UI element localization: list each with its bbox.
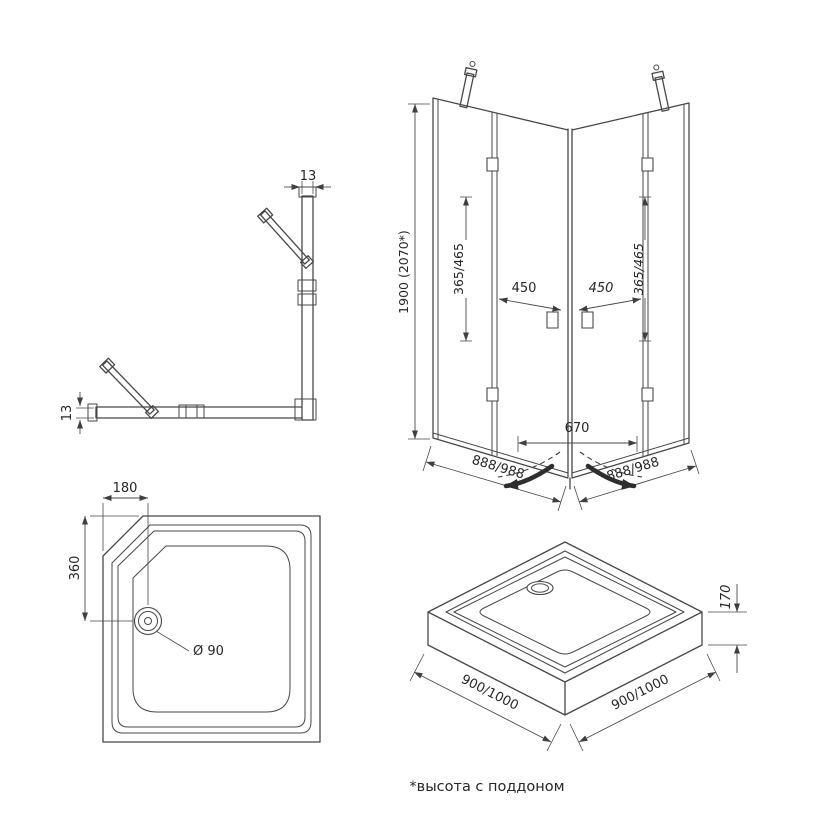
dim-side-left-line xyxy=(425,461,562,503)
footnote-text: *высота с поддоном xyxy=(409,779,564,795)
dim-label-fixed-left: 365/465 xyxy=(451,243,466,295)
tray-side-left-ext xyxy=(409,653,562,752)
drain-x-ext xyxy=(102,503,149,605)
dim-label-profile-width-top: 13 xyxy=(300,169,317,184)
tray3d-outline xyxy=(427,541,703,716)
dim-label-height: 1900 (2070*) xyxy=(396,230,411,314)
mount-bracket-right-outline xyxy=(651,70,670,112)
door-panel-left xyxy=(99,357,160,420)
drain-center xyxy=(144,617,152,625)
door-panel-left-outline xyxy=(99,357,160,420)
mount-bracket-right xyxy=(651,64,670,112)
dim-label-drain-x: 180 xyxy=(113,481,138,496)
dim-door-right-line xyxy=(578,297,642,312)
dim-label-fixed-right: 365/465 xyxy=(631,243,646,295)
dim-tray-side-right-line xyxy=(578,671,717,743)
drain-y-ext xyxy=(90,515,139,622)
bracket-screw-right xyxy=(653,64,660,71)
frame-top-view: 13 13 xyxy=(60,169,331,434)
mount-bracket-left xyxy=(459,60,478,109)
dim-label-tray-height: 170 xyxy=(719,585,734,610)
tray3d-rim-lines xyxy=(445,550,685,674)
side-left-ext xyxy=(422,445,567,512)
tray3d-basin-outline xyxy=(479,569,651,655)
dim-label-door-right: 450 xyxy=(589,281,614,296)
wall-profiles xyxy=(95,195,314,421)
profile-blocks xyxy=(87,186,317,422)
drain-leader-line xyxy=(155,630,190,652)
dim-label-tray-side-right: 900/1000 xyxy=(609,672,671,714)
tray-3d-view: 170 900/1000 900/1000 xyxy=(409,541,747,752)
door-hinges xyxy=(486,157,654,402)
bracket-screw-left xyxy=(469,60,476,67)
mount-bracket-left-outline xyxy=(459,67,478,109)
tray-basin-outline xyxy=(132,545,291,713)
dim-label-drain-y: 360 xyxy=(68,556,83,581)
entry-ticks xyxy=(517,436,638,452)
height-ext-ticks xyxy=(708,611,747,646)
height-extension-ticks xyxy=(408,103,430,440)
drain3d-inner xyxy=(531,583,549,593)
glass-inner-lines xyxy=(432,99,690,474)
dim-label-profile-width-side: 13 xyxy=(60,405,75,422)
tray-top-view: Ø 90 180 360 xyxy=(68,481,321,743)
door-panel-top xyxy=(257,207,315,269)
tray-outer-outline xyxy=(102,515,321,743)
drain-inner-circle xyxy=(138,611,158,631)
dim-label-door-left: 450 xyxy=(512,281,537,296)
door-swing-arrow-right xyxy=(585,463,637,490)
dim-label-drain-diameter: Ø 90 xyxy=(193,644,224,659)
dim-tray-side-left-line xyxy=(413,671,552,743)
door-swing-arrow-left xyxy=(503,463,555,490)
dim-label-tray-side-left: 900/1000 xyxy=(458,672,520,714)
door-panel-top-outline xyxy=(257,207,315,269)
glass-outline xyxy=(432,97,690,490)
dim-door-left-line xyxy=(498,297,562,312)
extension-lines xyxy=(76,181,314,419)
enclosure-3d-view: 1900 (2070*) 365/465 365/465 450 450 670… xyxy=(396,60,700,512)
dim-side-right-line xyxy=(578,465,697,503)
tray-side-right-ext xyxy=(569,653,721,752)
side-right-ext xyxy=(573,449,700,511)
tray-rim-lines xyxy=(111,524,312,734)
dim-label-entry-width: 670 xyxy=(565,421,590,436)
door-handles xyxy=(546,311,594,329)
